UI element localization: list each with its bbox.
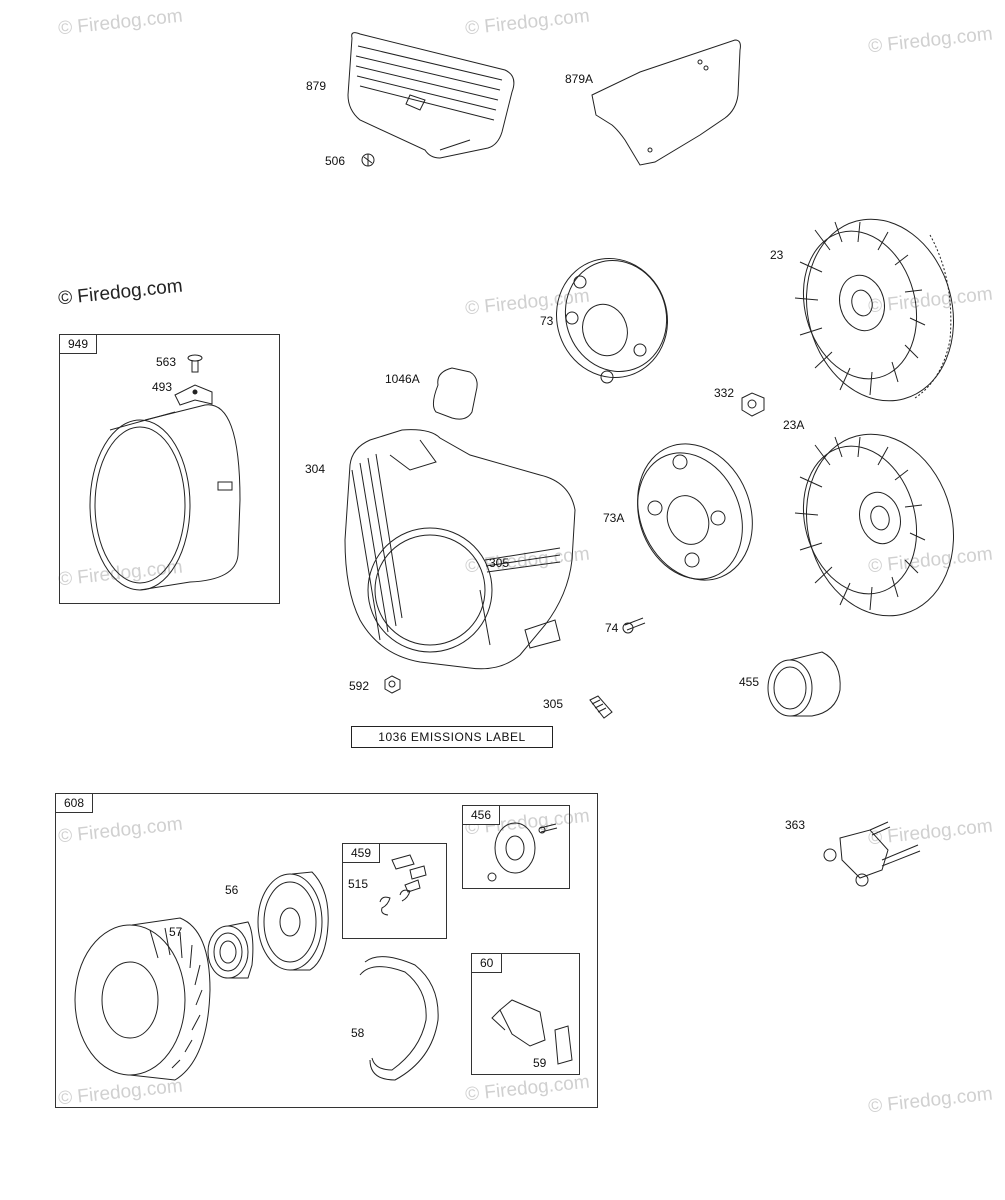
part-number-56: 56: [225, 883, 239, 897]
part-number-74: 74: [605, 621, 619, 635]
nut-592-drawing: [385, 676, 400, 693]
stud-305-drawing: [590, 696, 612, 718]
screw-74-drawing: [623, 618, 645, 633]
part-number-563: 563: [156, 355, 177, 369]
part-number-879A: 879A: [565, 72, 594, 86]
starter-housing-57-drawing: [75, 918, 210, 1080]
kit-box-459: 459: [342, 843, 447, 939]
part-number-506: 506: [325, 154, 346, 168]
kit-box-949: 949: [59, 334, 280, 604]
seal-1046A-drawing: [433, 368, 477, 419]
screen-73-drawing: [541, 244, 683, 392]
part-number-73: 73: [540, 314, 554, 328]
clip-493-drawing: [175, 385, 212, 405]
kit-number-456: 456: [463, 806, 501, 825]
handle-60-drawing: [492, 1000, 545, 1046]
rope-58-drawing: [360, 957, 438, 1080]
part-number-493: 493: [152, 380, 173, 394]
part-number-58: 58: [351, 1026, 365, 1040]
part-number-23A: 23A: [783, 418, 805, 432]
insert-59-drawing: [555, 1026, 572, 1064]
kit-number-949: 949: [60, 335, 98, 354]
cup-455-drawing: [768, 652, 840, 716]
flywheel-23-drawing: [787, 202, 974, 417]
part-number-515: 515: [348, 877, 369, 891]
part-number-23: 23: [770, 248, 784, 262]
part-number-57: 57: [169, 925, 183, 939]
brake-assembly-363-drawing: [824, 822, 920, 886]
part-number-59: 59: [533, 1056, 547, 1070]
flywheel-23A-drawing: [787, 417, 974, 632]
kit-box-60: 60: [471, 953, 580, 1075]
emissions-label: 1036 EMISSIONS LABEL: [351, 726, 553, 748]
part-number-73A: 73A: [603, 511, 625, 525]
kit-number-459: 459: [343, 844, 381, 863]
plate-879A-drawing: [592, 40, 740, 165]
spring-56-drawing: [208, 922, 253, 978]
part-number-332: 332: [714, 386, 735, 400]
part-number-304: 304: [305, 462, 326, 476]
blower-housing-304-drawing: [345, 430, 575, 669]
part-number-1046A: 1046A: [385, 372, 420, 386]
pulley-drawing: [258, 872, 328, 970]
part-number-363: 363: [785, 818, 806, 832]
kit-number-60: 60: [472, 954, 503, 973]
part-number-455: 455: [739, 675, 760, 689]
air-cleaner-949-drawing: [90, 405, 240, 590]
screen-73A-drawing: [618, 426, 772, 597]
screw-506-drawing: [362, 154, 374, 166]
air-guide-879-drawing: [348, 33, 514, 158]
nut-332-drawing: [742, 393, 764, 416]
kit-box-456: 456: [462, 805, 570, 889]
kit-box-608: 608: [55, 793, 598, 1108]
screw-563-drawing: [188, 355, 202, 372]
part-number-305-housing: 305: [489, 556, 510, 570]
kit-number-608: 608: [56, 794, 94, 813]
part-number-305-stud: 305: [543, 697, 564, 711]
pawls-459-drawing: [380, 855, 426, 915]
part-number-592: 592: [349, 679, 370, 693]
retainer-456-drawing: [488, 823, 557, 881]
part-number-879: 879: [306, 79, 327, 93]
